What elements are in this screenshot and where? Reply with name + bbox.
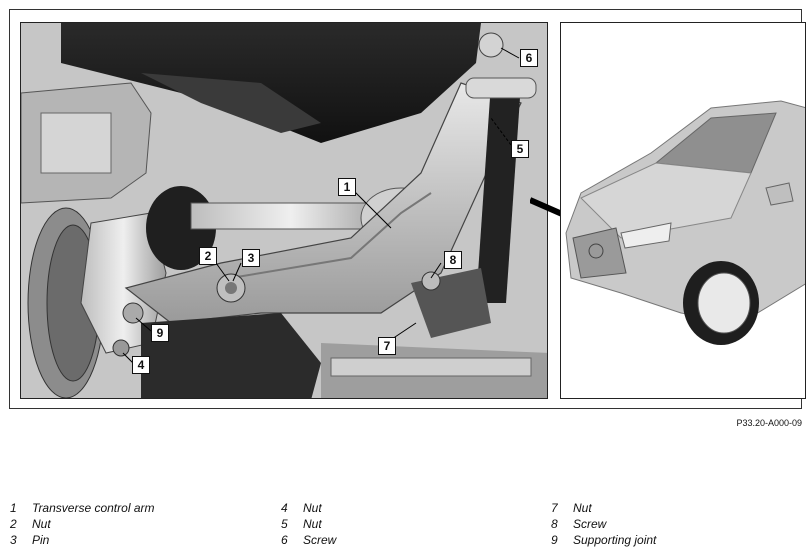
legend-number: 3 xyxy=(10,533,17,547)
legend-item: 5 Nut xyxy=(281,516,336,532)
legend-label: Nut xyxy=(303,501,322,515)
legend-number: 4 xyxy=(281,501,288,515)
legend-label: Screw xyxy=(303,533,337,547)
legend-label: Supporting joint xyxy=(573,533,657,547)
callout-7: 7 xyxy=(378,337,396,355)
legend-item: 6 Screw xyxy=(281,532,336,548)
callout-5: 5 xyxy=(511,140,529,158)
callout-4: 4 xyxy=(132,356,150,374)
legend-label: Screw xyxy=(573,517,607,531)
vehicle-inset xyxy=(560,22,806,399)
legend-column-1: 1 Transverse control arm 2 Nut 3 Pin xyxy=(10,500,154,548)
legend-number: 6 xyxy=(281,533,288,547)
legend-label: Nut xyxy=(32,517,51,531)
legend-column-3: 7 Nut 8 Screw 9 Supporting joint xyxy=(551,500,656,548)
legend-number: 9 xyxy=(551,533,558,547)
legend-item: 8 Screw xyxy=(551,516,656,532)
legend-label: Pin xyxy=(32,533,50,547)
callout-3: 3 xyxy=(242,249,260,267)
legend-item: 1 Transverse control arm xyxy=(10,500,154,516)
suspension-illustration: 1 2 3 4 5 6 7 8 9 xyxy=(20,22,548,399)
legend-number: 1 xyxy=(10,501,17,515)
legend-item: 7 Nut xyxy=(551,500,656,516)
callout-8: 8 xyxy=(444,251,462,269)
figure-frame: 1 2 3 4 5 6 7 8 9 xyxy=(9,9,806,409)
figure-reference-code: P33.20-A000-09 xyxy=(736,418,802,428)
legend-label: Transverse control arm xyxy=(32,501,155,515)
legend-item: 3 Pin xyxy=(10,532,154,548)
vehicle-drawing xyxy=(561,23,805,398)
callout-9: 9 xyxy=(151,324,169,342)
suspension-drawing xyxy=(21,23,547,398)
legend-label: Nut xyxy=(573,501,592,515)
callout-1: 1 xyxy=(338,178,356,196)
callout-2: 2 xyxy=(199,247,217,265)
legend-item: 4 Nut xyxy=(281,500,336,516)
legend-item: 2 Nut xyxy=(10,516,154,532)
legend-number: 2 xyxy=(10,517,17,531)
callout-6: 6 xyxy=(520,49,538,67)
legend-number: 5 xyxy=(281,517,288,531)
legend-number: 8 xyxy=(551,517,558,531)
legend-number: 7 xyxy=(551,501,558,515)
legend-label: Nut xyxy=(303,517,322,531)
legend-item: 9 Supporting joint xyxy=(551,532,656,548)
